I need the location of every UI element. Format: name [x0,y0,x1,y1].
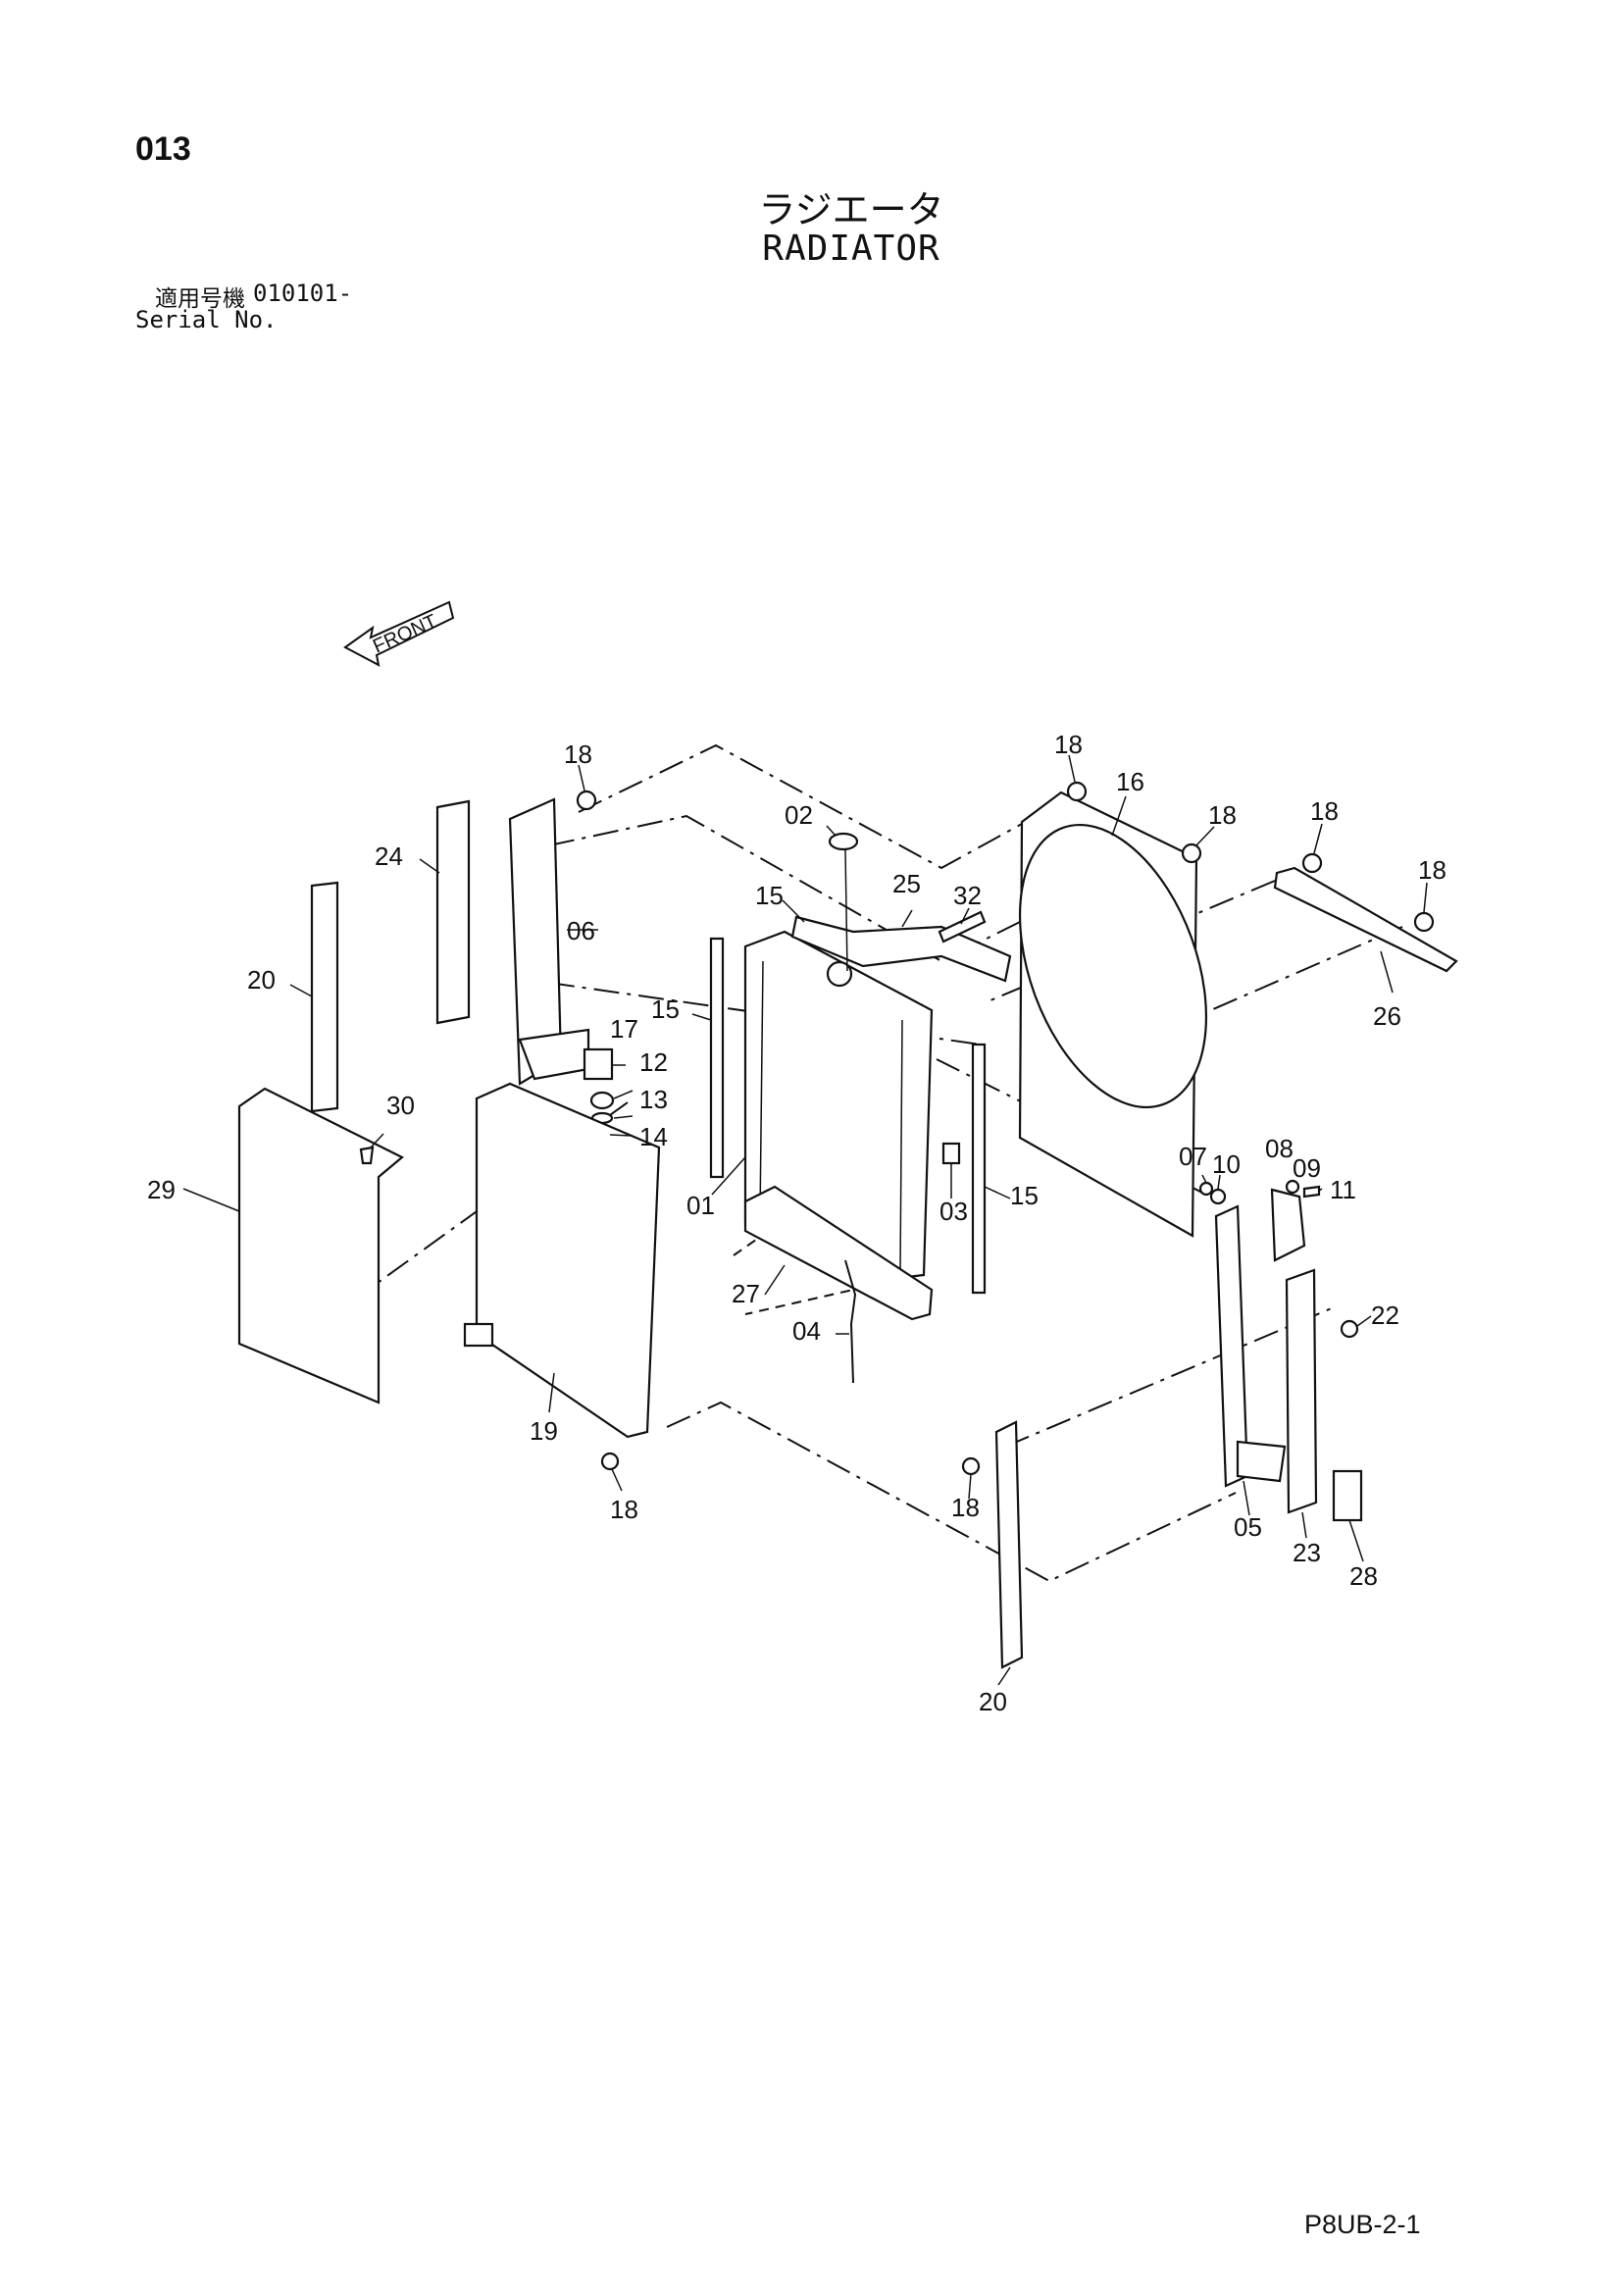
part-19-oil-cooler [475,1082,661,1439]
callout-20: 20 [247,965,276,995]
callout-06: 06 [567,916,595,945]
fan-shroud-ring [1018,823,1208,1109]
callout-12: 12 [639,1047,668,1077]
callout-04: 04 [792,1316,821,1346]
callout-15: 15 [1010,1181,1039,1210]
callout-32: 32 [953,881,982,910]
serial-number-value: 010101- [253,280,353,307]
part-22-nut [1340,1319,1359,1339]
callout-29: 29 [147,1175,176,1204]
callout-18: 18 [1310,796,1339,826]
callout-07: 07 [1179,1142,1207,1171]
callout-24: 24 [375,842,403,871]
callout-08: 08 [1265,1134,1294,1163]
callout-10: 10 [1212,1149,1241,1179]
part-18-bolt [576,790,597,811]
callout-03: 03 [939,1197,968,1226]
callout-labels: 18 18 16 18 18 18 02 25 32 15 26 24 06 2… [147,730,1446,1716]
part-30-screw [359,1146,375,1165]
callout-20: 20 [979,1687,1007,1716]
part-10-washer [1209,1188,1227,1205]
part-26-bracket [1273,866,1458,973]
part-02-cap [828,832,859,851]
callout-25: 25 [892,869,921,898]
callout-28: 28 [1349,1561,1378,1591]
callout-18: 18 [1418,855,1446,885]
callout-05: 05 [1234,1512,1262,1542]
callout-18: 18 [564,740,592,769]
front-arrow-icon: FRONT [343,600,455,667]
part-23-seal-strip-right [1285,1268,1318,1514]
callout-22: 22 [1371,1301,1399,1330]
serial-label-japanese: 適用号機 [155,286,245,312]
callout-13: 13 [639,1085,668,1114]
part-04-drain-hose [844,1259,857,1384]
part-29-side-cover [237,1087,404,1404]
part-20-seal-strip-left [310,881,339,1113]
callout-14: 14 [639,1122,668,1151]
part-11-bolt [1302,1185,1321,1199]
part-09-washer [1285,1179,1300,1195]
part-18-bolt [961,1456,981,1476]
part-18-bolt [600,1452,620,1471]
part-03-clip [941,1142,961,1165]
part-12-bushing [589,1091,615,1110]
part-20-seal-strip-lower [994,1420,1024,1669]
part-18-bolt [1301,852,1323,874]
callout-18: 18 [1208,800,1237,830]
callout-30: 30 [386,1091,415,1120]
callout-15: 15 [755,881,784,910]
title-english: RADIATOR [762,229,940,269]
callout-15: 15 [651,995,680,1024]
callout-02: 02 [785,800,813,830]
part-32-label [938,910,987,944]
part-28-block [1332,1469,1363,1522]
part-24-cover-strip [435,799,471,1025]
front-label: FRONT [370,610,440,657]
callout-18: 18 [1054,730,1083,759]
part-18-bolt [1181,842,1202,864]
part-15-seal-left [709,937,725,1179]
callout-17: 17 [610,1014,638,1044]
callout-26: 26 [1373,1001,1401,1031]
part-17-block [583,1047,614,1081]
bolts-18 [576,781,1435,1476]
part-18-bolt [1413,911,1435,933]
page-number: 013 [135,130,191,168]
callout-27: 27 [732,1279,760,1308]
serial-label-english: Serial No. [135,306,278,333]
callout-09: 09 [1293,1153,1321,1183]
callout-01: 01 [686,1191,715,1220]
title-japanese: ラジエータ [758,188,944,231]
radiator-filler-cap [826,960,853,988]
part-27-lower-seal [743,1185,934,1321]
callout-23: 23 [1293,1538,1321,1567]
part-15-seal-right [971,1043,987,1295]
callout-11: 11 [1330,1175,1356,1204]
callout-16: 16 [1116,767,1144,796]
callout-19: 19 [530,1416,558,1446]
part-08-plate [1270,1188,1306,1262]
callout-18: 18 [951,1493,980,1522]
page-code: P8UB-2-1 [1304,2210,1421,2239]
leader-lines [182,754,1428,1686]
part-18-bolt [1066,781,1088,802]
callout-18: 18 [610,1495,638,1524]
part-07-washer [1198,1181,1214,1197]
